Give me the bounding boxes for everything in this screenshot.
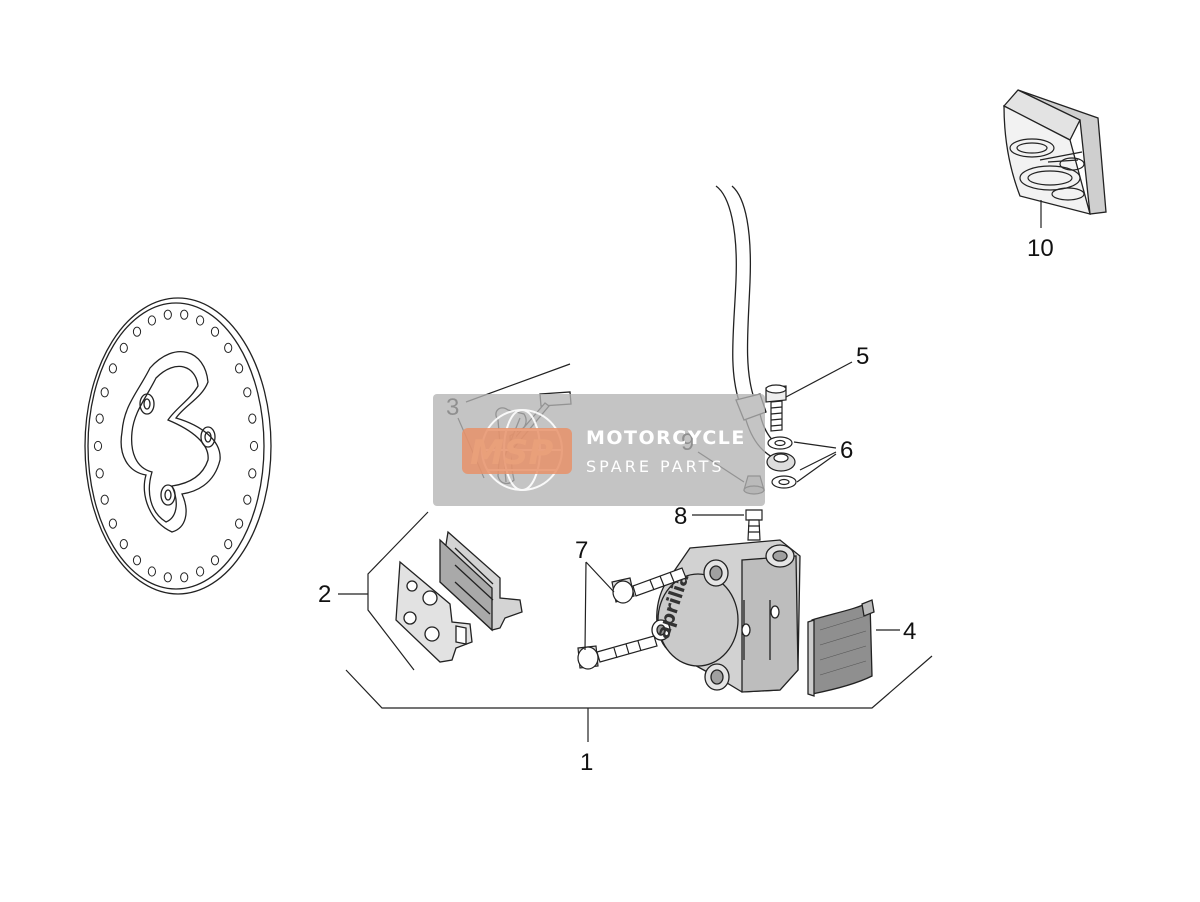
disc-hole (235, 363, 244, 374)
callout-8: 8 (674, 503, 687, 530)
disc-hole (108, 518, 118, 529)
disc-hole (248, 413, 257, 424)
callout-1: 1 (580, 749, 593, 776)
watermark-subtitle: SPARE PARTS (586, 457, 725, 476)
watermark-title: MOTORCYCLE (586, 427, 746, 449)
disc-hole (132, 555, 142, 566)
disc-hole (132, 326, 142, 337)
disc-hole (119, 342, 128, 353)
brake-disc (84, 297, 272, 595)
callout-5: 5 (856, 343, 869, 370)
seal-kit-bag (1002, 89, 1107, 215)
watermark-accent-badge (462, 428, 572, 474)
watermark: MSP MOTORCYCLE SPARE PARTS (433, 394, 765, 506)
disc-hole (196, 315, 205, 326)
disc-hole (163, 572, 172, 583)
disc-hole (180, 309, 189, 320)
washers (766, 436, 797, 489)
disc-hole (210, 326, 220, 337)
disc-hole (196, 566, 205, 577)
disc-hole (147, 315, 156, 326)
watermark-logo-text: MSP (470, 433, 553, 473)
disc-hole (95, 413, 104, 424)
disc-hole (235, 518, 244, 529)
pad-spring-plate (807, 599, 875, 697)
disc-hole (100, 387, 109, 398)
disc-hole (180, 572, 189, 583)
disc-hole (163, 309, 172, 320)
disc-hole (248, 468, 257, 479)
callout-7: 7 (575, 537, 588, 564)
caliper-bolts (577, 567, 687, 670)
disc-hole (243, 494, 252, 505)
callout-2: 2 (318, 581, 331, 608)
callout-4: 4 (903, 618, 916, 645)
disc-hole (243, 387, 252, 398)
disc-hole (95, 468, 104, 479)
disc-hole (249, 440, 259, 452)
disc-hole (93, 440, 103, 452)
disc-hole (210, 555, 220, 566)
brake-caliper: aprilia (651, 539, 801, 693)
disc-hole (119, 539, 128, 550)
callout-10: 10 (1027, 235, 1054, 262)
disc-hole (108, 363, 118, 374)
disc-hole (100, 494, 109, 505)
disc-hole (224, 539, 233, 550)
watermark-panel (433, 394, 765, 506)
banjo-bolt (765, 384, 787, 432)
callout-6: 6 (840, 437, 853, 464)
disc-hole (224, 342, 233, 353)
disc-hole (147, 566, 156, 577)
brake-pads (395, 530, 523, 663)
